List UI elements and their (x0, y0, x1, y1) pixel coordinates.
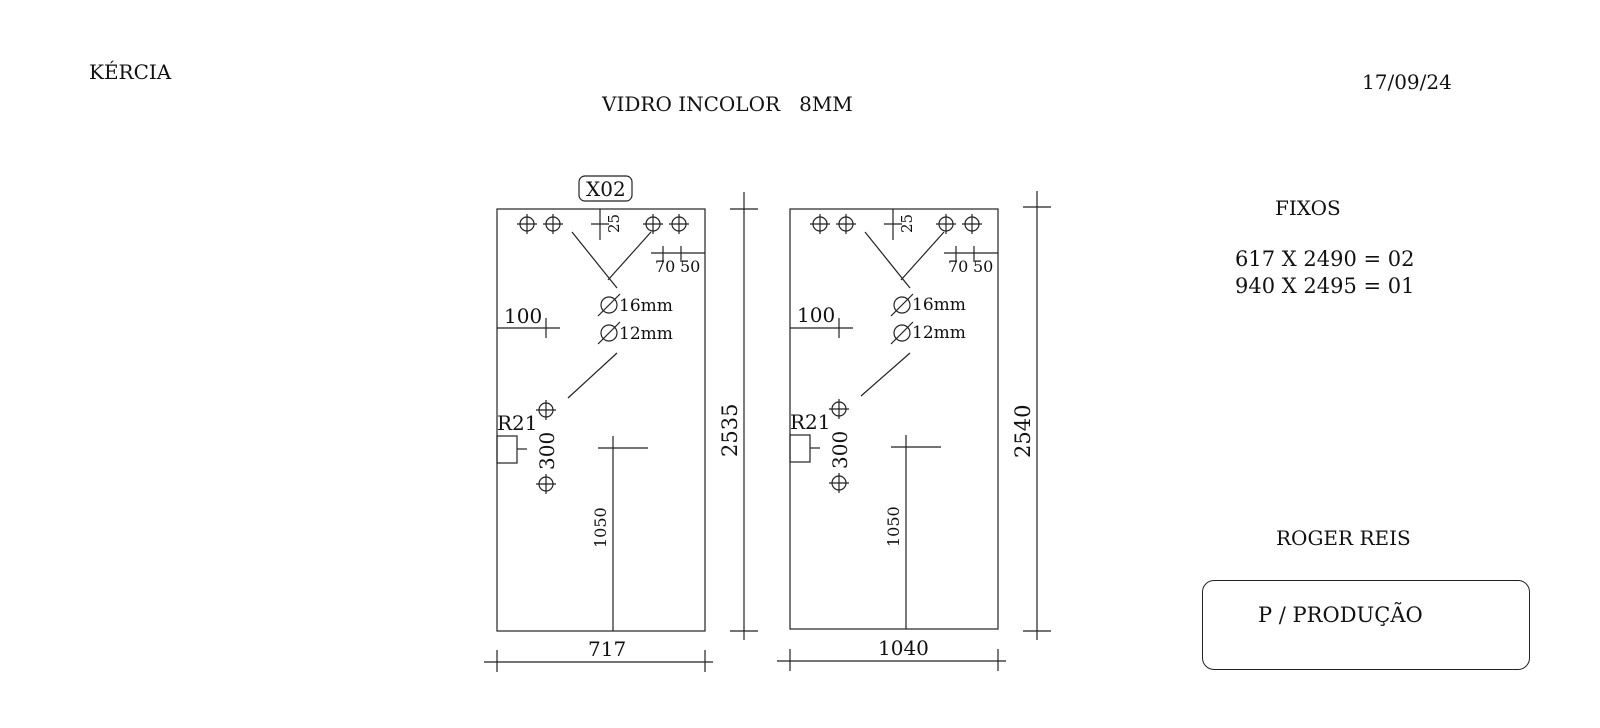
handle-height-label: 1050 (884, 506, 903, 547)
panel-tag-box (578, 175, 633, 202)
panel-outline (789, 208, 999, 630)
edge-offset-label: 50 (680, 257, 700, 276)
panel-1 (484, 175, 758, 672)
production-label: P / PRODUÇÃO (1258, 603, 1423, 627)
hole-marker (536, 474, 556, 494)
glass-spec-title: VIDRO INCOLOR 8MM (602, 92, 853, 116)
signature: ROGER REIS (1276, 526, 1411, 550)
notch-label: R21 (497, 411, 538, 435)
top-offset-label: 25 (898, 214, 916, 233)
edge-offset-label: 50 (973, 257, 993, 276)
panel-width-label: 1040 (878, 636, 929, 660)
hole-marker (936, 214, 956, 234)
hole-diameter-small: 12mm (912, 323, 966, 343)
edge-offset-label: 70 (948, 257, 968, 276)
hole-marker (517, 214, 537, 234)
side-offset-label: 100 (797, 303, 835, 327)
hole-diameter-small: 12mm (619, 324, 673, 344)
hole-marker (810, 214, 830, 234)
hole-diameter-large: 16mm (912, 295, 966, 315)
panel-width-label: 717 (588, 637, 626, 661)
panel-tag: X02 (586, 177, 626, 201)
hole-marker (543, 214, 563, 234)
handle-height-label: 1050 (591, 507, 610, 548)
hole-spacing-label: 300 (535, 432, 559, 470)
edge-offset-label: 70 (655, 257, 675, 276)
fixos-list: 617 X 2490 = 02 940 X 2495 = 01 (1235, 246, 1415, 300)
panel-height-label: 2540 (1011, 405, 1035, 458)
fixos-item: 940 X 2495 = 01 (1235, 274, 1415, 298)
production-box: P / PRODUÇÃO (1202, 580, 1530, 670)
drawing-date: 17/09/24 (1362, 70, 1452, 94)
fixos-item: 617 X 2490 = 02 (1235, 247, 1415, 271)
client-name: KÉRCIA (89, 60, 172, 84)
notch-label: R21 (790, 410, 831, 434)
hole-spacing-label: 300 (828, 431, 852, 469)
hole-marker (836, 214, 856, 234)
hole-marker (829, 473, 849, 493)
top-offset-label: 25 (605, 214, 623, 233)
fixos-label: FIXOS (1275, 196, 1341, 220)
hole-marker (829, 399, 849, 419)
hole-marker (643, 214, 663, 234)
panel-outline (496, 208, 706, 632)
panel-height-label: 2535 (718, 404, 742, 457)
hole-marker (962, 214, 982, 234)
side-offset-label: 100 (504, 304, 542, 328)
panel-2 (777, 191, 1051, 671)
hole-marker (669, 214, 689, 234)
hole-diameter-large: 16mm (619, 296, 673, 316)
hole-marker (536, 400, 556, 420)
